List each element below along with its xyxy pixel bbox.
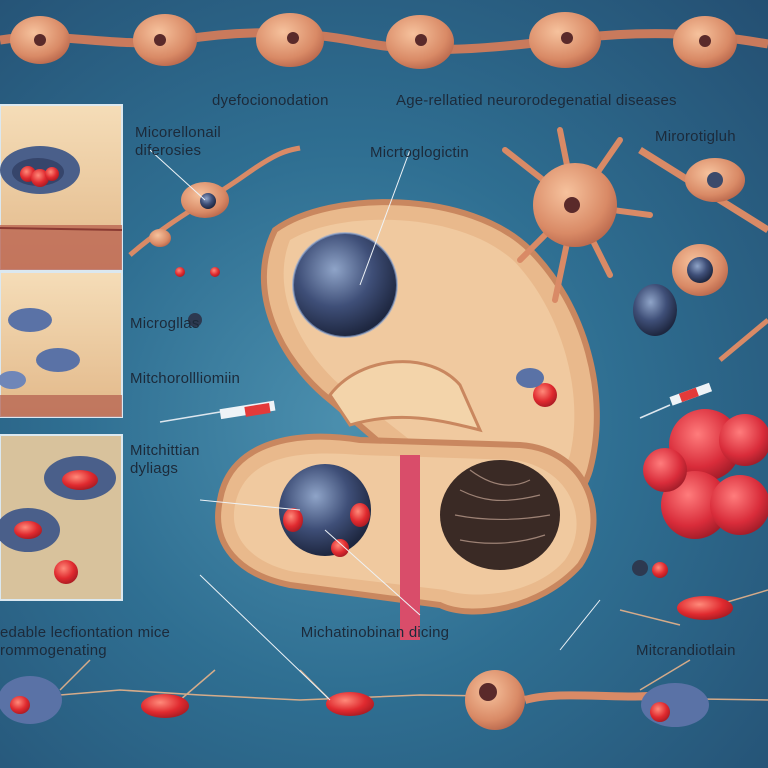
syringe-right (639, 382, 713, 419)
syringe-left (159, 400, 276, 423)
left-panel-1 (0, 104, 123, 271)
label-left-panel-2b: Mitchorollliomiin (130, 370, 241, 387)
leader-lines (149, 149, 601, 701)
red-cluster (643, 409, 768, 539)
bottom-cells (0, 560, 768, 730)
label-bottom-center: Michatinobinan dicing (300, 624, 450, 641)
left-panel-3 (0, 434, 123, 601)
label-top-right: Mirorotigluh (655, 128, 736, 145)
label-bottom-left: edable lecfiontation mice rommogenating (0, 624, 171, 659)
right-neurons (633, 147, 768, 362)
label-top-left: dyefocionodation (212, 92, 329, 109)
microglia-cell (502, 127, 653, 303)
top-neuron-chain (0, 12, 768, 69)
label-bottom-right: Mitcrandiotlain (636, 642, 736, 659)
label-top-center: Age-rellatied neurorodegenatial diseases (396, 92, 677, 109)
label-center-top: Micrtoglogictin (370, 144, 469, 161)
label-left-panel-3: Mitchittian dyliags (130, 442, 200, 477)
left-panel-2 (0, 271, 123, 418)
label-left-panel-1: Micorellonail diferosies (135, 124, 221, 159)
label-left-panel-2: Microgllas (130, 315, 200, 332)
central-cross-section (215, 199, 600, 640)
